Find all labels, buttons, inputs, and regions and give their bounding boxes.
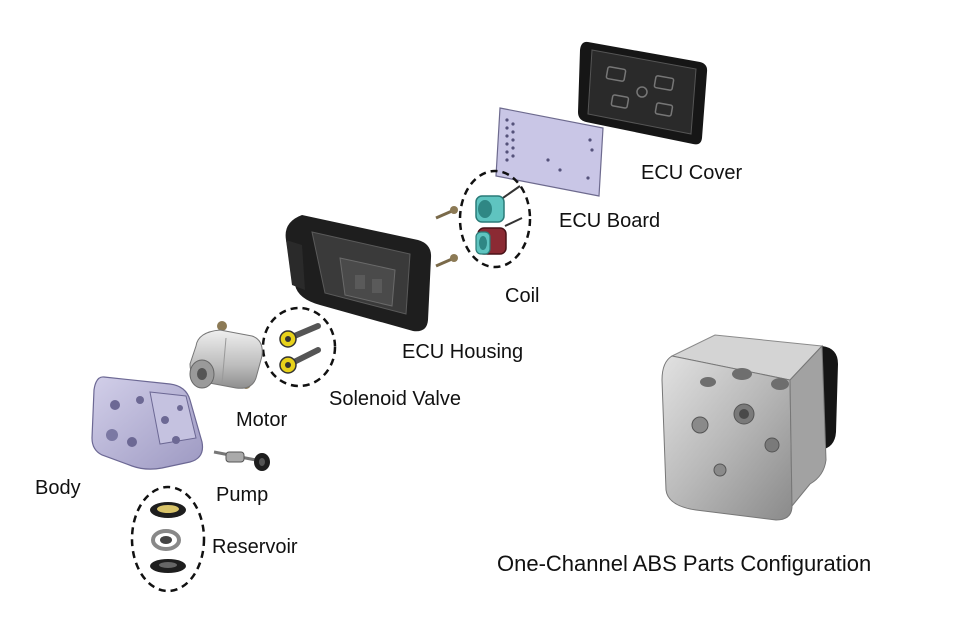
solenoid-valve-part (261, 306, 337, 388)
ecu-board-part (495, 107, 604, 197)
label-coil: Coil (505, 285, 540, 307)
label-reservoir: Reservoir (212, 536, 298, 558)
label-solenoid-valve: Solenoid Valve (329, 388, 461, 410)
label-body: Body (35, 477, 81, 499)
ecu-housing-part (285, 215, 432, 332)
screw-lower (435, 254, 458, 268)
pump-part (213, 450, 270, 471)
body-part (91, 376, 204, 470)
coil-part (458, 169, 532, 269)
diagram-caption: One-Channel ABS Parts Configuration (497, 551, 872, 576)
reservoir-part (130, 485, 206, 593)
screw-upper (435, 206, 458, 220)
label-pump: Pump (216, 484, 269, 506)
motor-part (189, 321, 263, 389)
label-ecu-cover: ECU Cover (641, 162, 743, 184)
assembled-abs-unit (661, 334, 838, 521)
label-motor: Motor (236, 409, 288, 431)
label-ecu-board: ECU Board (559, 210, 661, 232)
label-ecu-housing: ECU Housing (402, 341, 524, 363)
ecu-cover-part (578, 41, 708, 145)
